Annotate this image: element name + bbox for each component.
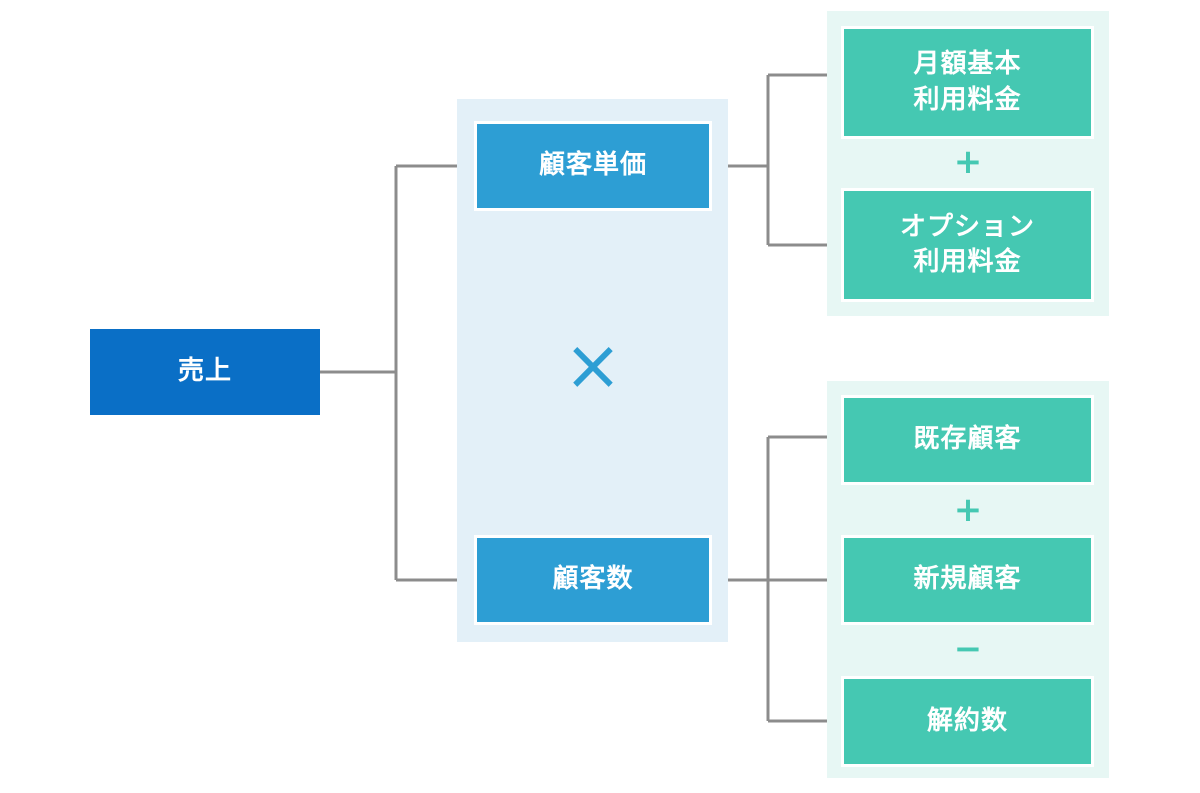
churn-box: 解約数 — [841, 676, 1094, 767]
new-customers-label: 新規顧客 — [913, 564, 1022, 595]
root-label: 売上 — [177, 356, 232, 387]
unit-price-label: 顧客単価 — [538, 150, 647, 181]
churn-label: 解約数 — [926, 705, 1008, 736]
root-box: 売上 — [90, 329, 320, 415]
existing-customers-box: 既存顧客 — [841, 395, 1094, 485]
connector-price — [712, 73, 841, 247]
monthly-fee-box: 月額基本 利用料金 — [841, 26, 1094, 139]
option-fee-label: オプション 利用料金 — [899, 211, 1035, 277]
option-fee-box: オプション 利用料金 — [841, 188, 1094, 302]
monthly-fee-label: 月額基本 利用料金 — [913, 49, 1022, 115]
multiply-operator: × — [563, 324, 623, 406]
new-customers-box: 新規顧客 — [841, 535, 1094, 625]
unit-price-box: 顧客単価 — [474, 121, 712, 211]
connector-count — [712, 435, 841, 723]
customer-minus-operator: − — [953, 629, 983, 669]
connector-root — [320, 164, 474, 582]
existing-customers-label: 既存顧客 — [913, 424, 1022, 455]
price-plus-operator: + — [953, 142, 983, 182]
customer-count-box: 顧客数 — [474, 535, 712, 625]
customer-plus-operator: + — [953, 490, 983, 530]
customer-count-label: 顧客数 — [552, 564, 634, 595]
